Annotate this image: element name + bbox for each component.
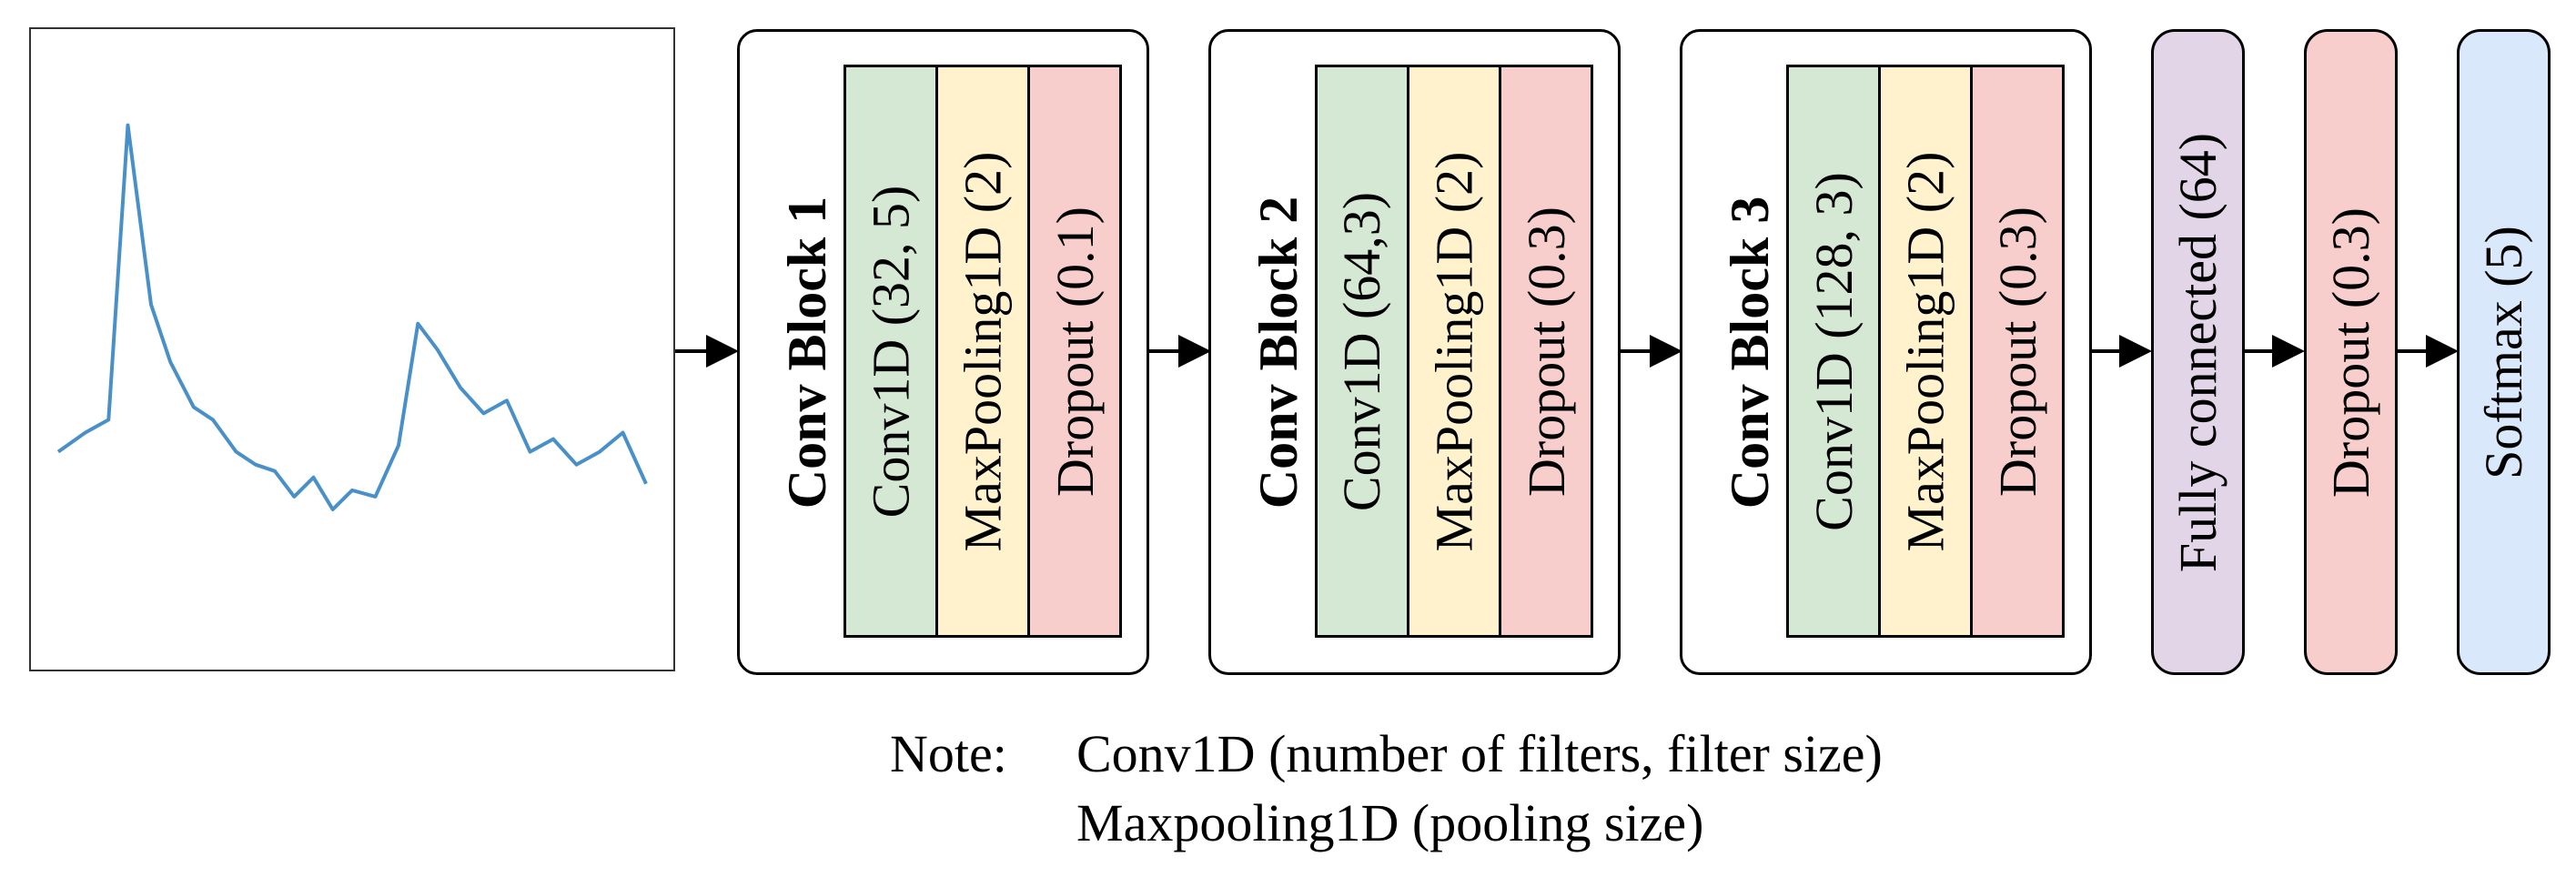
flow-arrow-2 (1149, 333, 1211, 369)
conv-block-1-dropout-layer: Dropout (0.1) (1027, 65, 1122, 638)
conv-block-2-title: Conv Block 2 (1248, 196, 1309, 509)
flow-arrow-6 (2398, 333, 2459, 369)
note-line-1: Conv1D (number of filters, filter size) (1076, 724, 1883, 783)
conv-block-2-dropout-layer: Dropout (0.3) (1499, 65, 1593, 638)
flow-arrow-4 (2092, 333, 2152, 369)
note-line-2: Maxpooling1D (pooling size) (1076, 793, 1704, 852)
conv-block-1-maxpooling-layer: MaxPooling1D (2) (935, 65, 1030, 638)
conv-block-2-maxpooling-layer: MaxPooling1D (2) (1407, 65, 1501, 638)
conv-block-2: Conv Block 2 Conv1D (64,3) MaxPooling1D … (1208, 29, 1621, 675)
conv-block-3-conv1d-layer: Conv1D (128, 3) (1786, 65, 1881, 638)
dense-dropout-layer: Dropout (0.3) (2304, 29, 2398, 675)
conv-block-3-title: Conv Block 3 (1720, 196, 1781, 509)
conv-block-1-title: Conv Block 1 (777, 196, 838, 509)
flow-arrow-5 (2245, 333, 2305, 369)
input-signal-panel (29, 27, 675, 671)
conv-block-1: Conv Block 1 Conv1D (32, 5) MaxPooling1D… (737, 29, 1149, 675)
softmax-layer: Softmax (5) (2457, 29, 2551, 675)
fully-connected-layer: Fully connected (64) (2151, 29, 2245, 675)
conv-block-3: Conv Block 3 Conv1D (128, 3) MaxPooling1… (1680, 29, 2092, 675)
input-signal-plot (56, 123, 648, 511)
conv-block-3-maxpooling-layer: MaxPooling1D (2) (1878, 65, 1973, 638)
flow-arrow-1 (675, 333, 739, 369)
conv-block-1-conv1d-layer: Conv1D (32, 5) (844, 65, 938, 638)
flow-arrow-3 (1621, 333, 1682, 369)
note-prefix: Note: (890, 724, 1007, 783)
conv-block-2-conv1d-layer: Conv1D (64,3) (1315, 65, 1409, 638)
input-signal-line (56, 123, 648, 511)
conv-block-3-dropout-layer: Dropout (0.3) (1970, 65, 2065, 638)
